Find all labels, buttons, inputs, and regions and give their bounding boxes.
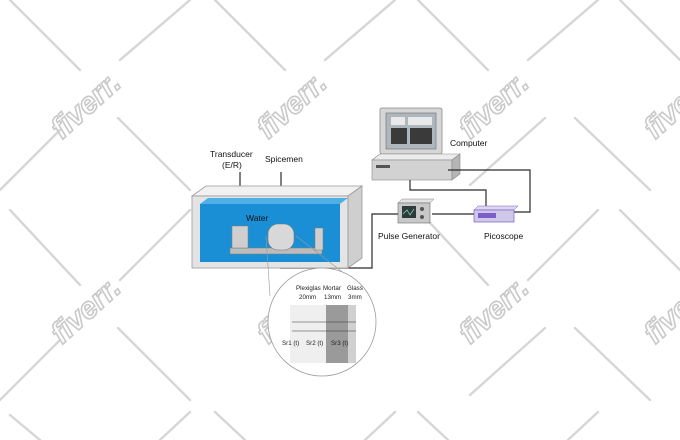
- glass-label: Glass: [347, 285, 363, 292]
- computer-label: Computer: [450, 138, 487, 148]
- mortar-layer: [326, 305, 348, 363]
- sr1-label: Sr1 (t): [282, 340, 299, 347]
- computer-case-side: [451, 153, 461, 181]
- cable-computer-pulser: [409, 180, 487, 208]
- watermark-logo: fiverr.: [251, 66, 334, 145]
- water-label: Water: [246, 213, 269, 223]
- computer: Computer: [371, 107, 487, 181]
- specimen: [267, 223, 295, 251]
- computer-case-top: [371, 153, 461, 161]
- picoscope-top: [473, 205, 519, 211]
- cable-computer-picoscope: [448, 169, 531, 213]
- pulse-generator-top: [397, 198, 435, 204]
- watermark-logo: fiverr.: [453, 66, 536, 145]
- knob-icon: [420, 215, 424, 219]
- picoscope-panel: [478, 213, 496, 218]
- screen-window: [391, 117, 405, 125]
- picoscope: Picoscope: [473, 205, 523, 241]
- picoscope-label: Picoscope: [484, 231, 523, 241]
- mortar-thickness: 13mm: [324, 294, 341, 301]
- screen-window: [391, 128, 407, 144]
- zoom-guide-line: [295, 235, 351, 279]
- glass-thickness: 3mm: [348, 294, 362, 301]
- waveform-icon: [402, 208, 415, 216]
- watermark-logo: fiverr.: [453, 271, 536, 350]
- transducer-label: Transducer: [210, 149, 253, 159]
- watermark-logo: fiverr.: [638, 66, 680, 145]
- computer-case: [371, 159, 453, 181]
- tank-rim: [190, 185, 364, 197]
- screen-window: [410, 128, 432, 144]
- water-tank: Water: [190, 185, 364, 269]
- watermark-logo: fiverr.: [45, 271, 128, 350]
- specimen-detail: Plexiglas Mortar Glass 20mm 13mm 3mm Sr1…: [265, 235, 377, 377]
- screen-window: [408, 117, 432, 125]
- drive-slot: [376, 165, 390, 168]
- pulse-generator: Pulse Generator: [378, 198, 440, 241]
- pulse-generator-screen: [402, 206, 416, 218]
- specimen-label: Spicemen: [265, 154, 303, 164]
- watermark-logo: fiverr.: [45, 66, 128, 145]
- mortar-label: Mortar: [323, 285, 341, 292]
- pulse-generator-label: Pulse Generator: [378, 231, 440, 241]
- plexiglas-layer: [290, 305, 326, 363]
- plexiglas-label: Plexiglas: [296, 285, 321, 292]
- specimen-holder: [314, 227, 324, 251]
- glass-layer: [348, 305, 356, 363]
- water-surface: [200, 198, 348, 204]
- zoom-guide-line: [265, 235, 271, 297]
- transducer-label: (E/R): [222, 160, 242, 170]
- plexiglas-thickness: 20mm: [299, 294, 316, 301]
- transducer: [231, 225, 249, 249]
- watermark-logo: fiverr.: [638, 271, 680, 350]
- knob-icon: [420, 207, 424, 211]
- sr2-label: Sr2 (t): [306, 340, 323, 347]
- sr3-label: Sr3 (t): [331, 340, 348, 347]
- tank-side: [347, 185, 363, 269]
